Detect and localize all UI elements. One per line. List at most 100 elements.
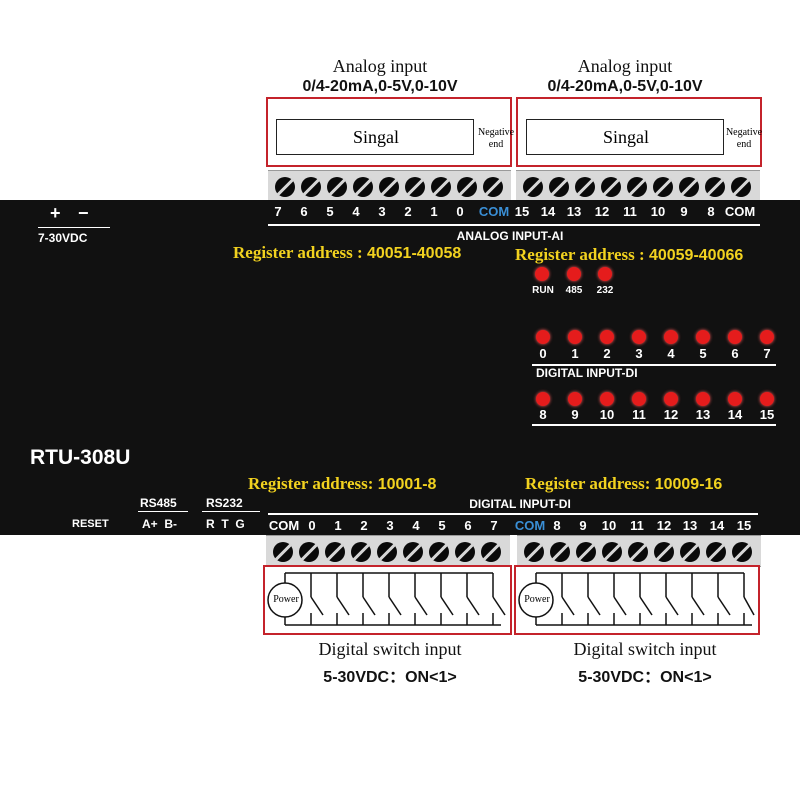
- terminal-screw-icon[interactable]: [523, 177, 543, 197]
- rs232-pins: R T G: [206, 517, 245, 531]
- rs485-underline: [138, 511, 188, 512]
- di-terminal-label: 1: [334, 518, 342, 533]
- terminal-screw-icon[interactable]: [353, 177, 373, 197]
- terminal-screw-icon[interactable]: [301, 177, 321, 197]
- terminal-screw-icon[interactable]: [299, 542, 319, 562]
- di-led-icon: [536, 392, 550, 406]
- terminal-screw-icon[interactable]: [680, 542, 700, 562]
- terminal-screw-icon[interactable]: [679, 177, 699, 197]
- terminal-screw-icon[interactable]: [602, 542, 622, 562]
- power-minus-label: −: [78, 203, 89, 223]
- ai-terminal-com-label: COM: [478, 204, 510, 219]
- ai-terminal-label: 13: [566, 204, 582, 219]
- analog-left-signal-label: Singal: [352, 127, 399, 147]
- terminal-screw-icon[interactable]: [377, 542, 397, 562]
- di-led-label: 0: [539, 346, 547, 361]
- terminal-screw-icon[interactable]: [731, 177, 751, 197]
- di-led-icon: [760, 392, 774, 406]
- analog-right-negative-label: Negative end: [725, 127, 763, 150]
- di-terminal-label: 6: [464, 518, 472, 533]
- di-led-divider-2: [532, 424, 776, 426]
- di-register-right: Register address: 10009-16: [525, 474, 723, 493]
- di-terminal-label: 9: [579, 518, 587, 533]
- terminal-screw-icon[interactable]: [549, 177, 569, 197]
- terminal-screw-icon[interactable]: [405, 177, 425, 197]
- di-led-icon: [632, 392, 646, 406]
- di-register-left-label: Register address: [248, 474, 368, 493]
- terminal-screw-icon[interactable]: [732, 542, 752, 562]
- terminal-screw-icon[interactable]: [403, 542, 423, 562]
- di-led-icon: [568, 330, 582, 344]
- terminal-screw-icon[interactable]: [627, 177, 647, 197]
- terminal-screw-icon[interactable]: [481, 542, 501, 562]
- terminal-screw-icon[interactable]: [601, 177, 621, 197]
- switch-left-power-label: Power: [273, 594, 299, 605]
- di-terminal-label: 0: [308, 518, 316, 533]
- di-led-label: 4: [667, 346, 675, 361]
- di-led-header: DIGITAL INPUT-DI: [536, 366, 638, 380]
- ai-terminal-label: 5: [326, 204, 334, 219]
- di-led-label: 15: [759, 407, 775, 422]
- di-terminal-com-label: COM: [268, 518, 300, 533]
- terminal-screw-icon[interactable]: [705, 177, 725, 197]
- analog-right-signal-box: Singal: [526, 119, 724, 155]
- terminal-screw-icon[interactable]: [653, 177, 673, 197]
- di-terminal-label: 10: [601, 518, 617, 533]
- analog-input-left-range: 0/4-20mA,0-5V,0-10V: [302, 78, 458, 95]
- ai-terminal-label: 14: [540, 204, 556, 219]
- terminal-screw-icon[interactable]: [351, 542, 371, 562]
- terminal-screw-icon[interactable]: [575, 177, 595, 197]
- terminal-screw-icon[interactable]: [275, 177, 295, 197]
- di-terminal-label: 5: [438, 518, 446, 533]
- terminal-screw-icon[interactable]: [483, 177, 503, 197]
- ai-header: ANALOG INPUT-AI: [456, 229, 564, 243]
- analog-right-frame: Singal Negative end: [516, 97, 762, 167]
- di-led-icon: [696, 392, 710, 406]
- terminal-screw-icon[interactable]: [457, 177, 477, 197]
- di-terminal-label: 13: [682, 518, 698, 533]
- di-led-icon: [600, 330, 614, 344]
- rs232-label: RS232: [206, 496, 243, 510]
- ai-terminal-label: 9: [680, 204, 688, 219]
- rs232-led-label: 232: [596, 285, 614, 296]
- ai-register-left: Register address : 40051-40058: [233, 243, 462, 262]
- rs485-pins: A+ B-: [142, 517, 178, 531]
- model-name: RTU-308U: [30, 446, 131, 469]
- di-divider: [268, 513, 758, 515]
- di-led-label: 1: [571, 346, 579, 361]
- terminal-screw-icon[interactable]: [455, 542, 475, 562]
- rs485-led-icon: [567, 267, 581, 281]
- switch-left-spec: 5-30VDC：ON<1>: [323, 669, 457, 686]
- terminal-screw-icon[interactable]: [327, 177, 347, 197]
- terminal-screw-icon[interactable]: [429, 542, 449, 562]
- di-led-label: 3: [635, 346, 643, 361]
- switch-left-frame: Power: [263, 565, 512, 635]
- terminal-screw-icon[interactable]: [379, 177, 399, 197]
- terminal-screw-icon[interactable]: [524, 542, 544, 562]
- di-terminal-label: 2: [360, 518, 368, 533]
- terminal-screw-icon[interactable]: [550, 542, 570, 562]
- di-header: DIGITAL INPUT-DI: [469, 497, 571, 511]
- terminal-screw-icon[interactable]: [706, 542, 726, 562]
- ai-terminal-strip-left: [268, 170, 511, 202]
- ai-divider: [268, 224, 760, 226]
- terminal-screw-icon[interactable]: [325, 542, 345, 562]
- analog-right-signal-label: Singal: [602, 127, 649, 147]
- ai-register-right: Register address : 40059-40066: [515, 245, 744, 264]
- analog-input-left-title: Analog input: [332, 56, 428, 76]
- di-led-icon: [696, 330, 710, 344]
- switch-right-power-label: Power: [524, 594, 550, 605]
- di-led-label: 12: [663, 407, 679, 422]
- terminal-screw-icon[interactable]: [431, 177, 451, 197]
- rs485-label: RS485: [140, 496, 177, 510]
- di-led-icon: [664, 392, 678, 406]
- terminal-screw-icon[interactable]: [273, 542, 293, 562]
- di-led-label: 8: [539, 407, 547, 422]
- terminal-screw-icon[interactable]: [654, 542, 674, 562]
- terminal-screw-icon[interactable]: [628, 542, 648, 562]
- di-terminal-strip-left: [266, 535, 510, 567]
- di-led-label: 2: [603, 346, 611, 361]
- analog-left-negative-label: Negative end: [478, 127, 515, 150]
- di-led-icon: [728, 330, 742, 344]
- terminal-screw-icon[interactable]: [576, 542, 596, 562]
